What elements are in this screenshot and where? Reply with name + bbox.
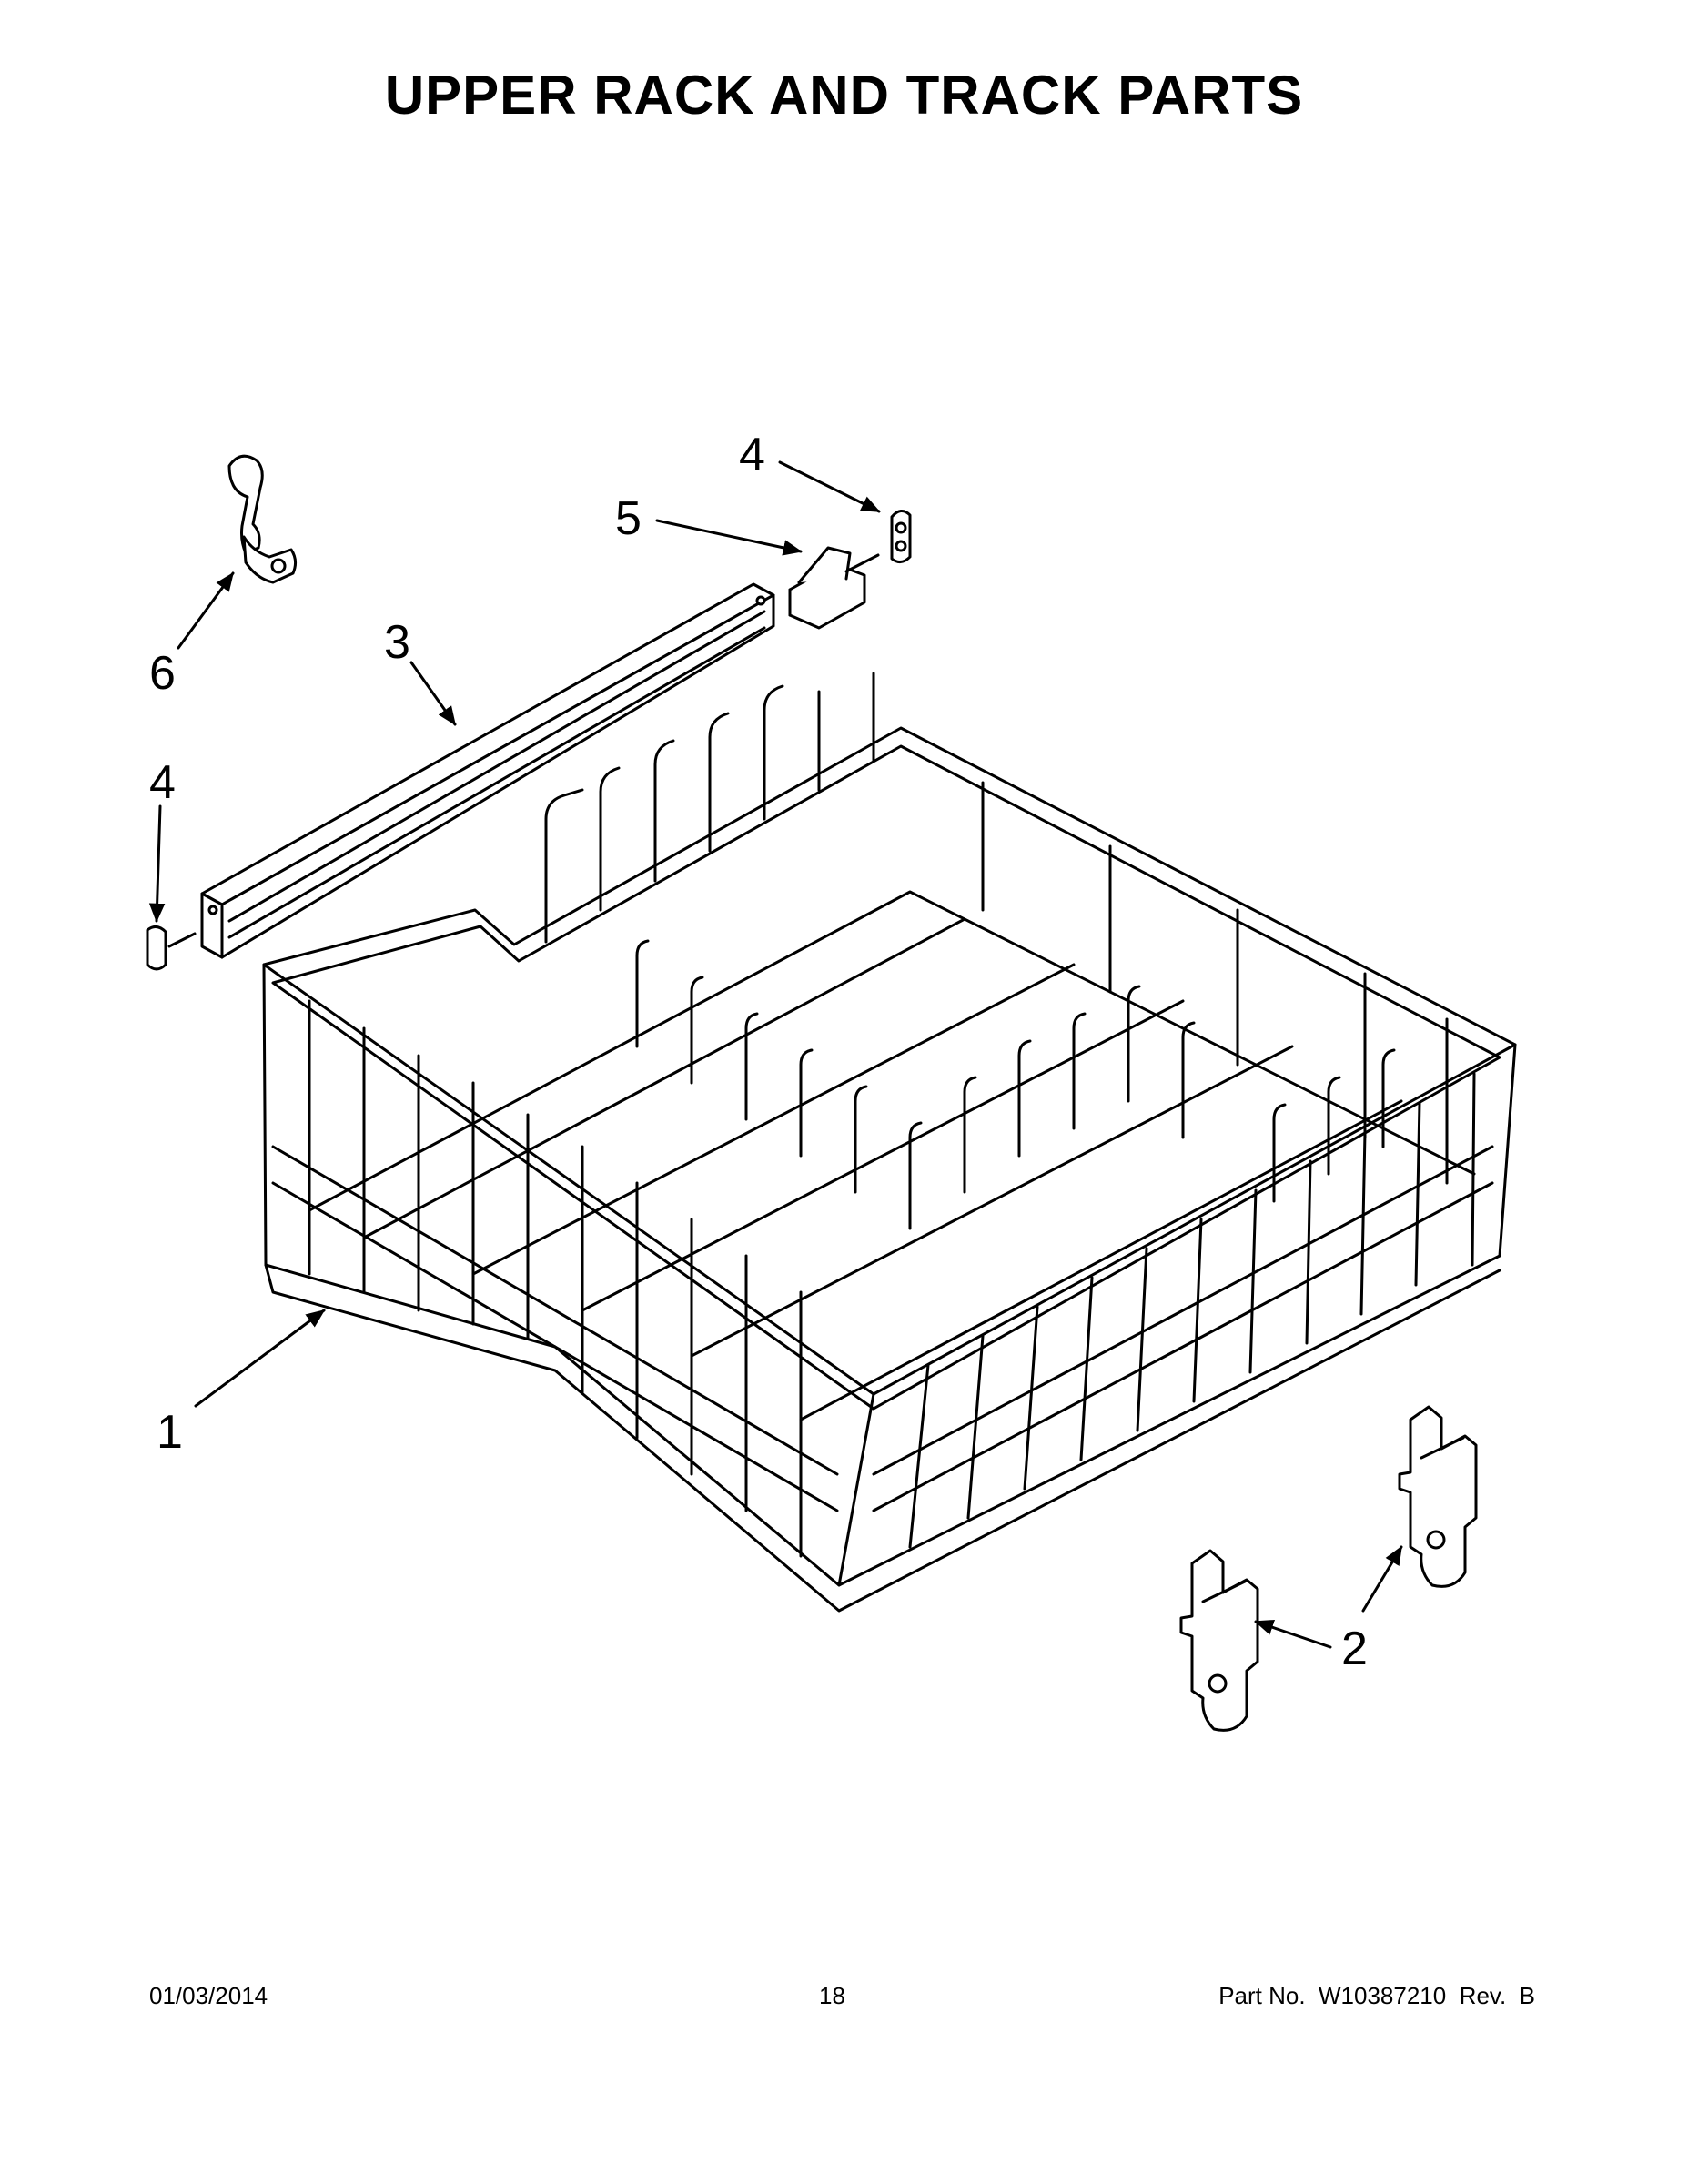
leader-4-right bbox=[778, 460, 881, 513]
page-title: UPPER RACK AND TRACK PARTS bbox=[384, 65, 1304, 126]
track-stop-part-5 bbox=[788, 546, 866, 630]
leader-5 bbox=[655, 519, 803, 556]
callout-1: 1 bbox=[157, 1406, 183, 1459]
leader-2a bbox=[1254, 1619, 1332, 1649]
track-part-3 bbox=[200, 582, 775, 959]
footer-date: 01/03/2014 bbox=[149, 1982, 268, 2009]
leader-3 bbox=[409, 661, 457, 726]
footer-part-number: Part No. W10387210 Rev. B bbox=[1218, 1982, 1535, 2009]
callout-4-left: 4 bbox=[149, 756, 176, 809]
callout-4-right: 4 bbox=[739, 429, 765, 481]
upper-rack-part-1 bbox=[262, 672, 1517, 1613]
end-cap-part-4-right bbox=[844, 510, 912, 573]
roller-part-2-left bbox=[1179, 1549, 1259, 1732]
callout-2: 2 bbox=[1341, 1623, 1368, 1675]
callout-6: 6 bbox=[149, 647, 176, 700]
leader-1 bbox=[194, 1309, 326, 1408]
leader-lines bbox=[148, 460, 1403, 1649]
end-cap-part-4-left bbox=[146, 925, 197, 971]
callout-5: 5 bbox=[615, 492, 642, 545]
roller-part-2-right bbox=[1398, 1405, 1478, 1588]
leader-2b bbox=[1361, 1545, 1403, 1613]
clip-part-6 bbox=[227, 454, 298, 584]
leader-6 bbox=[177, 571, 235, 650]
footer-page-number: 18 bbox=[819, 1982, 845, 2009]
leader-4-left bbox=[148, 804, 166, 923]
callout-3: 3 bbox=[384, 616, 410, 669]
